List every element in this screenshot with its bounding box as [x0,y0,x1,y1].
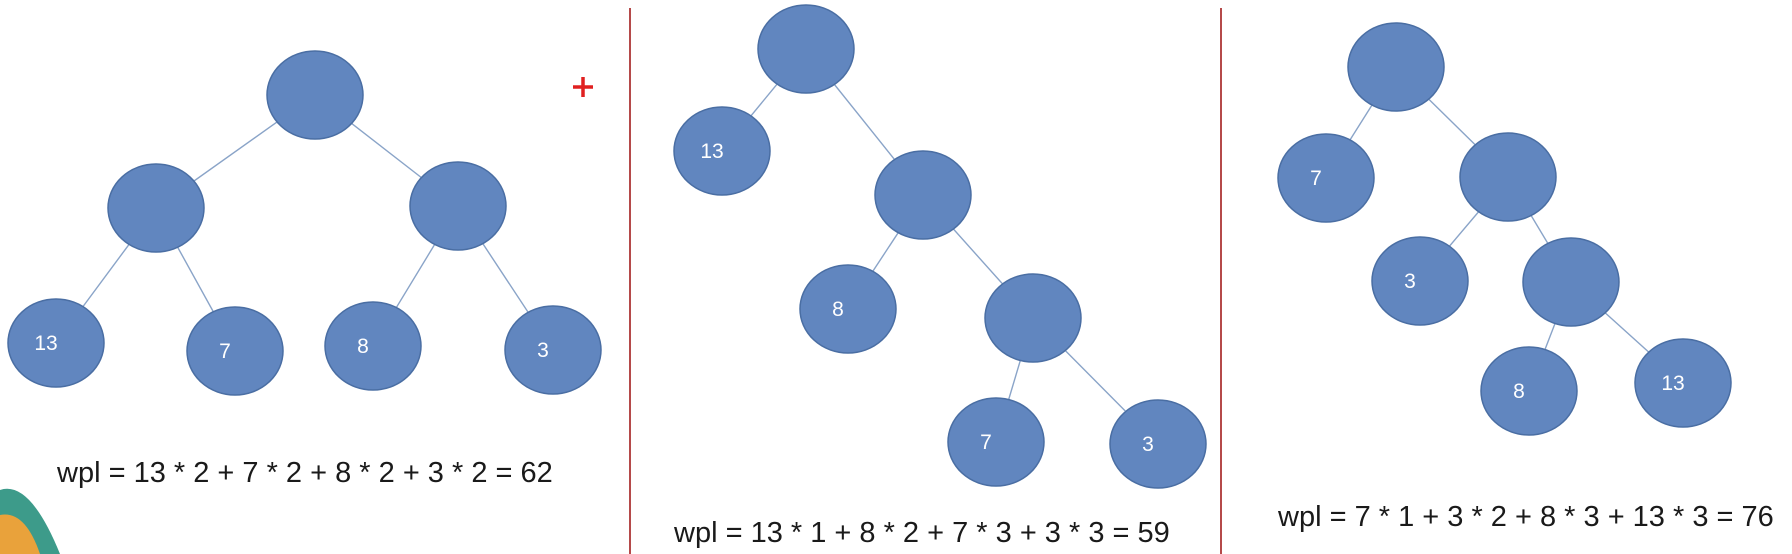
node-weight-label: 3 [1404,270,1416,293]
tree-internal-node [874,150,972,240]
tree-internal-node [757,4,855,94]
node-weight-label: 8 [357,335,369,358]
corner-decoration [0,488,60,554]
tree-internal-node [1459,132,1557,222]
plus-cursor-icon [573,77,593,97]
tree-leaf-node [799,264,897,354]
node-weight-label: 13 [1661,372,1684,395]
node-weight-label: 7 [980,431,992,454]
tree-leaf-node [1371,236,1469,326]
tree-internal-node [107,163,205,253]
tree-internal-node [984,273,1082,363]
tree-leaf-node [1480,346,1578,436]
tree-leaf-node [186,306,284,396]
tree-internal-node [1347,22,1445,112]
formula-left-chain: wpl = 13 * 1 + 8 * 2 + 7 * 3 + 3 * 3 = 5… [673,517,1170,549]
tree-left-chain: 13 8 7 3 [673,4,1207,489]
tree-internal-node [409,161,507,251]
tree-leaf-node [7,298,105,388]
node-weight-label: 7 [1310,167,1322,190]
formula-balanced: wpl = 13 * 2 + 7 * 2 + 8 * 2 + 3 * 2 = 6… [56,457,553,489]
tree-leaf-node [947,397,1045,487]
tree-leaf-node [1109,399,1207,489]
tree-internal-node [266,50,364,140]
node-weight-label: 3 [537,339,549,362]
tree-internal-node [1522,237,1620,327]
formula-huffman: wpl = 7 * 1 + 3 * 2 + 8 * 3 + 13 * 3 = 7… [1277,501,1774,533]
node-weight-label: 8 [832,298,844,321]
tree-leaf-node [673,106,771,196]
tree-leaf-node [1634,338,1732,428]
node-weight-label: 13 [700,140,723,163]
tree-leaf-node [1277,133,1375,223]
node-weight-label: 7 [219,340,231,363]
tree-leaf-node [504,305,602,395]
node-weight-label: 8 [1513,380,1525,403]
node-weight-label: 3 [1142,433,1154,456]
node-weight-label: 13 [34,332,57,355]
tree-balanced: 13 7 8 3 [7,50,602,396]
tree-leaf-node [324,301,422,391]
tree-huffman: 7 3 8 13 [1277,22,1732,436]
